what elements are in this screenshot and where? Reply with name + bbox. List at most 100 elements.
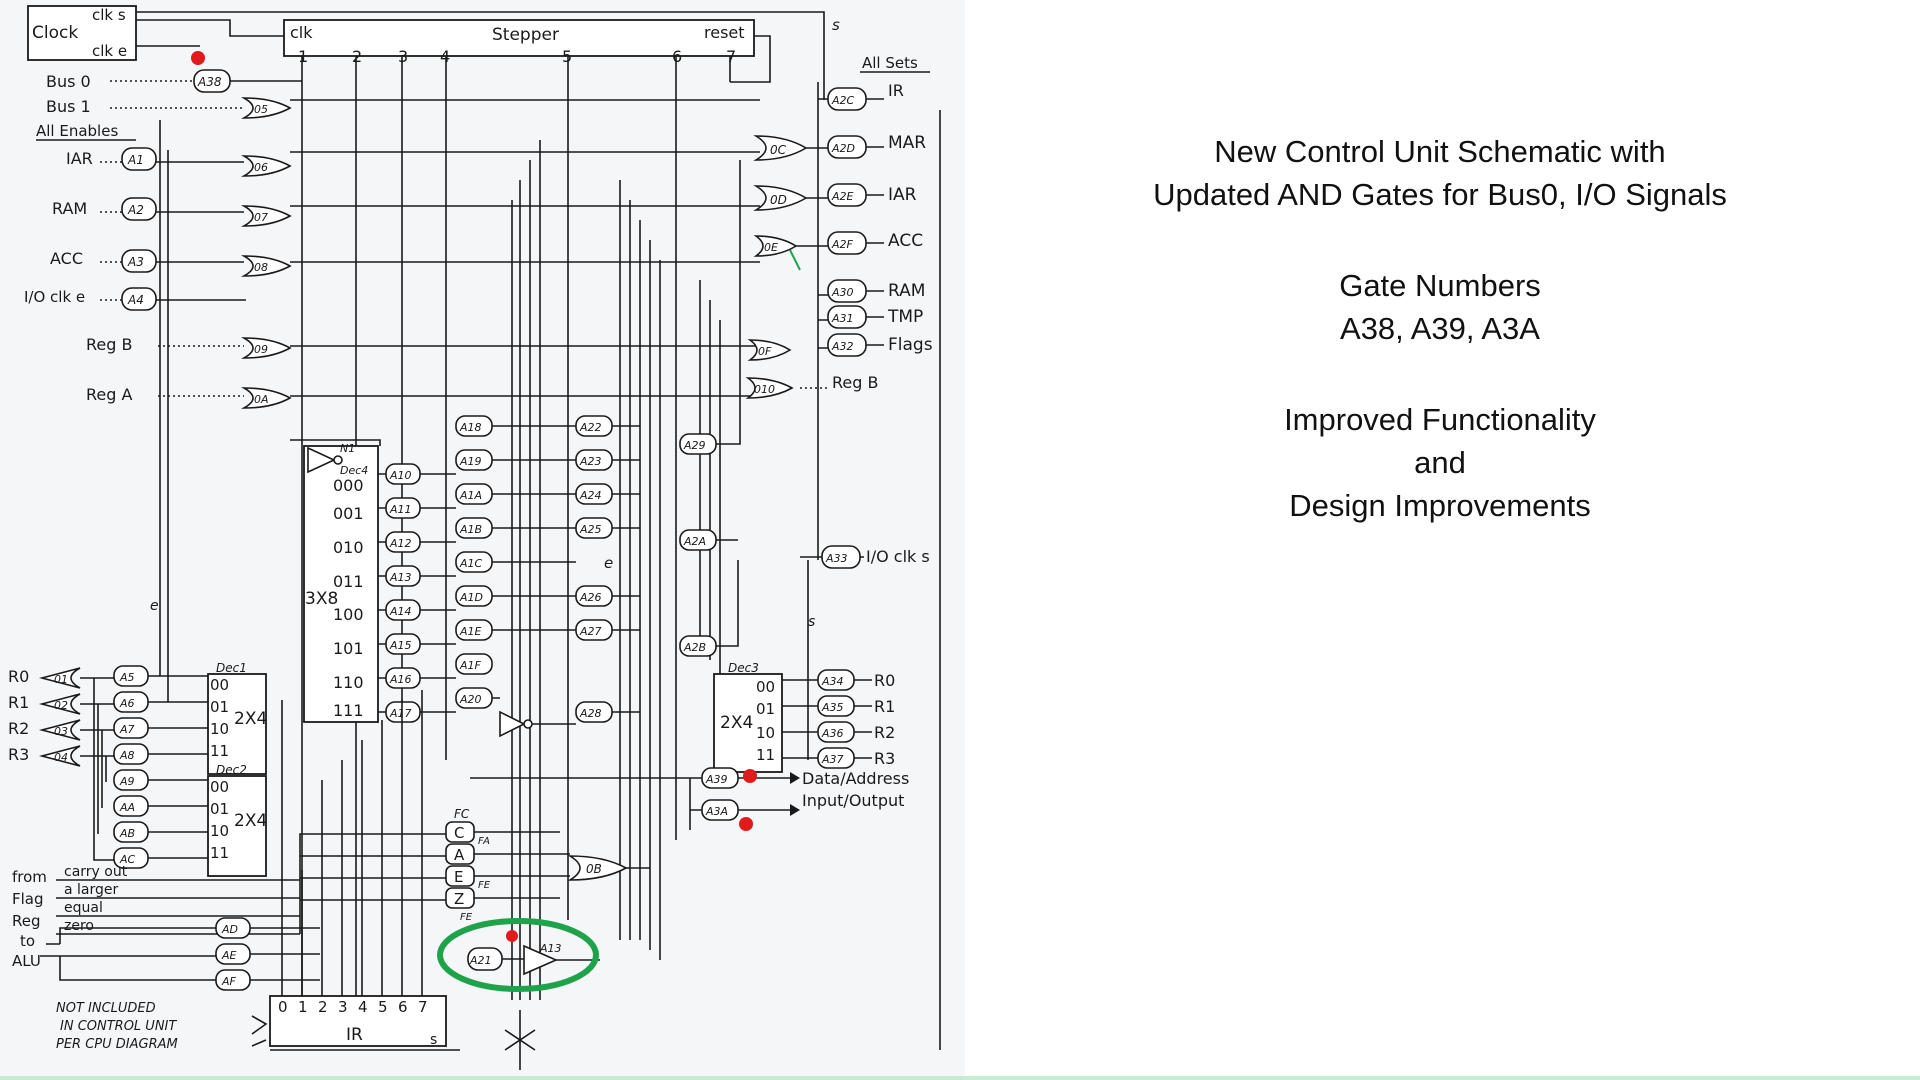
data-address-label: Data/Address: [802, 769, 909, 788]
stepper-box: [283, 19, 755, 57]
fe-label: FE: [478, 880, 491, 891]
svg-text:A1C: A1C: [459, 557, 483, 570]
svg-text:A34: A34: [821, 675, 844, 688]
improvements-line-1: Improved Functionality: [1284, 402, 1596, 437]
svg-text:A14: A14: [389, 605, 412, 618]
regb-left-label: Reg B: [86, 335, 132, 354]
iar-right-label: IAR: [888, 185, 917, 205]
svg-text:A25: A25: [579, 523, 602, 536]
svg-text:A7: A7: [119, 723, 135, 736]
decode-gates: A10 A11 A12 A13 A14 A15 A16 A17: [385, 463, 421, 723]
svg-text:0C: 0C: [770, 143, 787, 157]
io-clk-s-label: I/O clk s: [866, 547, 930, 566]
r1-left-label: R1: [8, 693, 29, 712]
svg-text:A19: A19: [459, 455, 482, 468]
note-line1: NOT INCLUDED: [56, 1001, 156, 1016]
svg-text:A2D: A2D: [831, 142, 855, 155]
r0-right-label: R0: [874, 671, 895, 690]
carry-out-label: carry out: [64, 864, 128, 880]
stepper-clk: clk: [290, 23, 313, 42]
register-wires: [80, 120, 208, 861]
register-right-gates: A34 A35 A36 A37: [817, 669, 855, 769]
svg-text:A37: A37: [821, 753, 844, 766]
dec4-out-000: 000: [333, 476, 364, 495]
dec3-out-11: 11: [756, 746, 775, 764]
dec2-out-01: 01: [210, 800, 229, 818]
tmp-right-label: TMP: [887, 307, 923, 327]
dec2-label: Dec2: [216, 763, 247, 777]
ir-bit-7: 7: [418, 998, 428, 1016]
register-right-wires: [782, 560, 872, 760]
svg-text:A38: A38: [197, 75, 222, 89]
title-line-2: Updated AND Gates for Bus0, I/O Signals: [1153, 177, 1727, 212]
a21-label: A21: [469, 954, 492, 967]
rega-left-label: Reg A: [86, 385, 132, 404]
buffer-gate: [523, 944, 558, 976]
svg-text:A2A: A2A: [683, 535, 706, 548]
dec3-out-10: 10: [756, 724, 775, 742]
svg-text:A1E: A1E: [459, 625, 482, 638]
step-6: 6: [672, 47, 682, 66]
control-unit-schematic: Clock clk s clk e clk Stepper reset 1 2 …: [8, 5, 941, 1070]
clock-label: Clock: [32, 23, 78, 43]
svg-text:0A: 0A: [254, 393, 269, 406]
r1-right-label: R1: [874, 697, 895, 716]
ir-label: IR: [346, 1025, 363, 1045]
svg-text:A32: A32: [831, 340, 854, 353]
gate-numbers-heading: Gate Numbers: [1339, 268, 1541, 303]
dec3-mode: 2X4: [720, 713, 753, 733]
all-enables-label: All Enables: [36, 122, 118, 140]
ir-bit-2: 2: [318, 998, 328, 1016]
acc-right-label: ACC: [888, 231, 923, 251]
alu-label: ALU: [12, 952, 41, 970]
svg-text:A9: A9: [119, 775, 135, 788]
svg-text:A2B: A2B: [683, 641, 706, 654]
zero-label: zero: [64, 918, 94, 934]
right-or-gates: 0C 0D 0E 0F 010: [745, 135, 808, 399]
dec1-box: [207, 673, 267, 775]
dec4-out-100: 100: [333, 605, 364, 624]
register-and-gates: A5 A6 A7 A8 A9 AA AB AC: [113, 665, 149, 869]
buffer-label: A13: [539, 942, 562, 955]
n1-label: N1: [340, 442, 355, 455]
alu-wires: [40, 927, 320, 981]
bottom-accent-strip: [0, 1076, 1920, 1080]
svg-text:Z: Z: [454, 890, 464, 908]
red-marker-a39: [743, 769, 757, 783]
step-5: 5: [562, 47, 572, 66]
iar-left-label: IAR: [66, 149, 93, 168]
io-clk-e-label: I/O clk e: [24, 288, 85, 306]
dec1-out-00: 00: [210, 676, 229, 694]
dec4-out-011: 011: [333, 572, 364, 591]
dec4-out-111: 111: [333, 701, 364, 720]
stray-s-right: s: [808, 614, 815, 630]
clk-e-label: clk e: [92, 42, 127, 60]
flag-wires: [56, 833, 446, 935]
ir-right-label: IR: [888, 81, 904, 100]
step-7: 7: [726, 47, 736, 66]
svg-text:A36: A36: [821, 727, 844, 740]
svg-text:A1: A1: [127, 153, 144, 167]
regb-right-label: Reg B: [832, 373, 878, 392]
svg-text:AE: AE: [221, 949, 237, 962]
gate-numbers-block: Gate Numbers A38, A39, A3A: [1010, 264, 1870, 350]
step-3: 3: [398, 47, 408, 66]
red-marker-a3a: [739, 817, 753, 831]
svg-text:AB: AB: [119, 827, 135, 840]
acc-left-label: ACC: [50, 249, 83, 268]
step-4: 4: [440, 47, 450, 66]
dec4-box: [303, 445, 379, 723]
dec2-mode: 2X4: [234, 811, 267, 831]
svg-text:0F: 0F: [758, 345, 772, 358]
step-2: 2: [352, 47, 362, 66]
right-mid-gates: A22 A23 A24 A25 A26 A27 A28 A29 A2A A2B: [575, 415, 717, 723]
svg-text:010: 010: [754, 383, 775, 396]
svg-text:A30: A30: [831, 286, 854, 299]
svg-text:03: 03: [54, 725, 68, 738]
svg-text:A27: A27: [579, 625, 602, 638]
svg-text:C: C: [454, 824, 464, 842]
svg-text:A8: A8: [119, 749, 135, 762]
stray-e-left: e: [150, 598, 159, 614]
svg-text:A33: A33: [825, 552, 848, 565]
dec3-out-00: 00: [756, 678, 775, 696]
